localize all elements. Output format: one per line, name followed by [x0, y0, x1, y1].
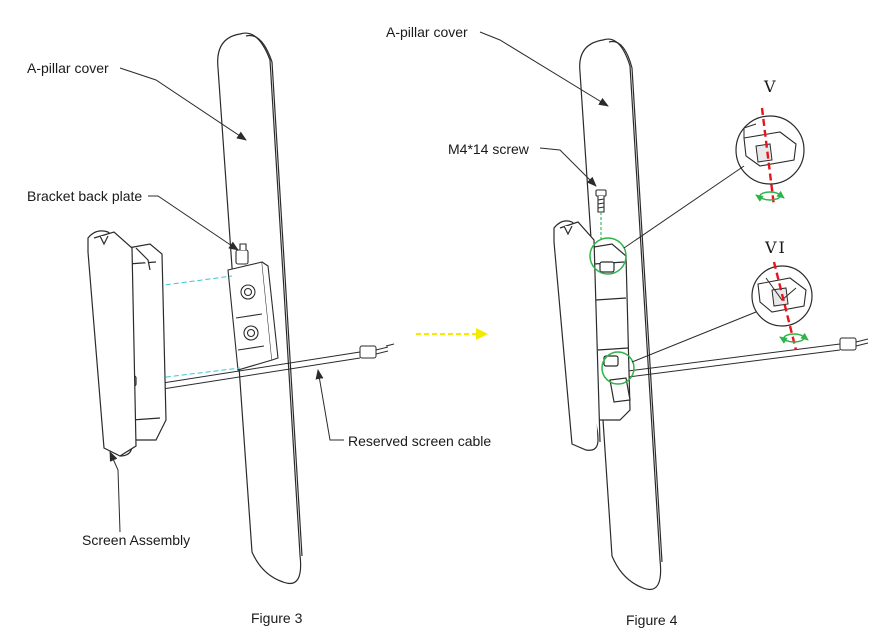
label-m4-screw: M4*14 screw: [448, 141, 529, 157]
figure-3: [87, 32, 395, 584]
bracket-back-plate: [227, 243, 279, 371]
caption-figure-3: Figure 3: [251, 610, 303, 626]
label-a-pillar-cover-2: A-pillar cover: [386, 24, 468, 40]
transition-arrow: [416, 328, 488, 340]
detail-connectors: [623, 165, 757, 363]
label-detail-vi: VI: [765, 238, 787, 257]
screen-cable-2: [619, 337, 869, 379]
detail-v: [735, 107, 805, 207]
figure-4-leaders: [479, 31, 609, 187]
screen-assembly-mounted: [553, 220, 631, 451]
label-a-pillar-cover: A-pillar cover: [27, 60, 109, 76]
detail-vi: [751, 261, 813, 351]
figure-4: [479, 31, 869, 590]
highlight-circles: [589, 237, 635, 385]
label-detail-v: V: [764, 77, 778, 96]
screen-assembly: [87, 230, 167, 457]
label-bracket-back-plate: Bracket back plate: [27, 188, 143, 204]
label-screen-assembly: Screen Assembly: [82, 532, 191, 548]
screen-cable: [149, 343, 395, 392]
label-reserved-screen-cable: Reserved screen cable: [348, 433, 492, 449]
a-pillar-cover-panel: [217, 32, 303, 584]
m4-screw: [595, 189, 607, 240]
a-pillar-cover-panel-2: [579, 38, 663, 590]
figure-3-leaders: [109, 67, 344, 533]
caption-figure-4: Figure 4: [626, 612, 678, 628]
